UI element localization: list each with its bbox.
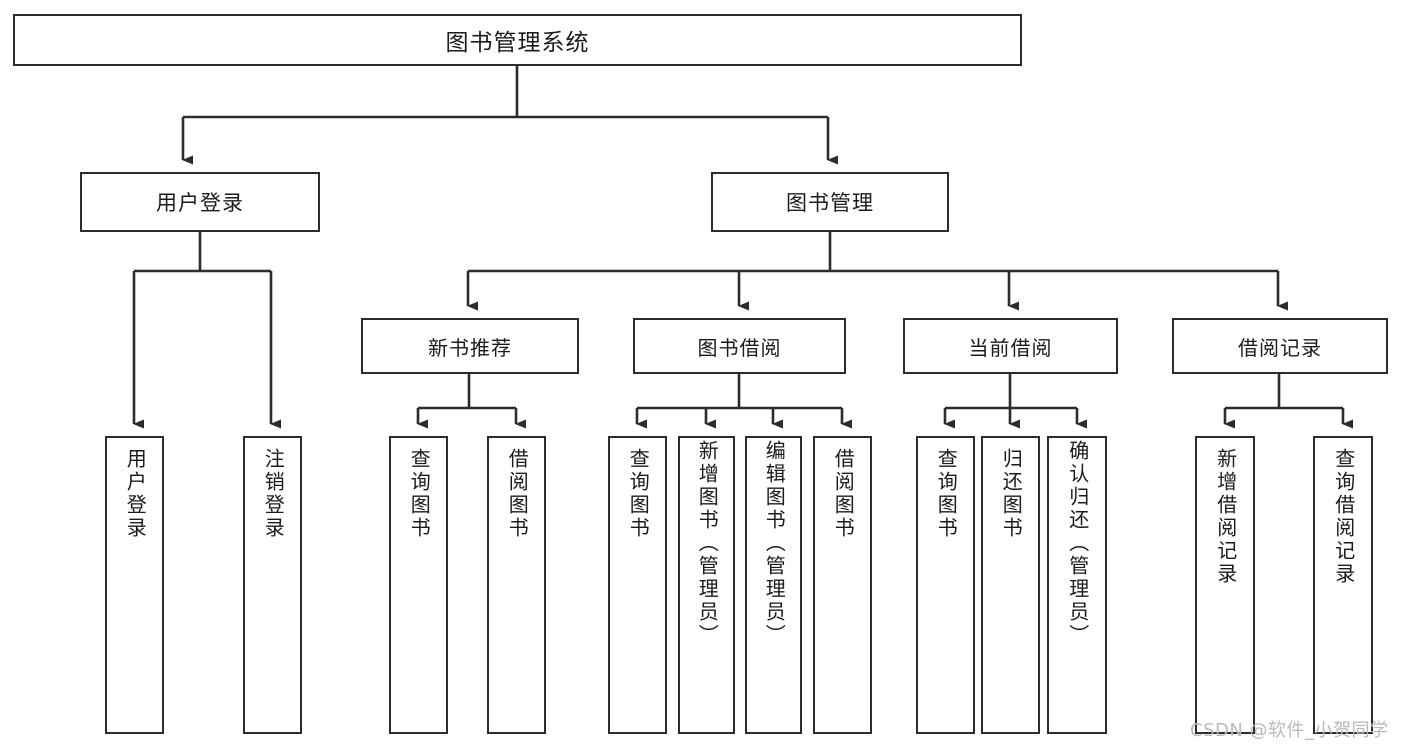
watermark: CSDN @软件_小贺同学 xyxy=(1190,720,1389,741)
node-new-book-recommend[interactable]: 新书推荐 xyxy=(361,318,579,374)
node-user-login-label: 用户登录 xyxy=(156,191,244,215)
node-leaf-user-login-label: 用户登录 xyxy=(123,448,148,540)
node-borrow-record-label: 借阅记录 xyxy=(1238,335,1322,360)
node-current-borrow-label: 当前借阅 xyxy=(968,335,1053,360)
node-leaf-edit-book[interactable]: 编辑图书（管理员） xyxy=(745,436,802,734)
node-book-borrow[interactable]: 图书借阅 xyxy=(633,318,846,374)
node-leaf-borrow-book-recommend-label: 借阅图书 xyxy=(505,448,530,540)
node-leaf-borrow-book[interactable]: 借阅图书 xyxy=(813,436,872,734)
node-leaf-query-book-current-label: 查询图书 xyxy=(934,448,959,540)
node-borrow-record[interactable]: 借阅记录 xyxy=(1172,318,1388,374)
node-user-login[interactable]: 用户登录 xyxy=(80,172,320,232)
node-leaf-logout-label: 注销登录 xyxy=(261,448,286,540)
node-leaf-logout[interactable]: 注销登录 xyxy=(243,436,302,734)
node-leaf-edit-book-label: 编辑图书（管理员） xyxy=(762,440,787,647)
node-leaf-user-login[interactable]: 用户登录 xyxy=(105,436,164,734)
node-leaf-return-book[interactable]: 归还图书 xyxy=(981,436,1040,734)
node-book-management-label: 图书管理 xyxy=(786,191,874,215)
node-leaf-confirm-return-label: 确认归还（管理员） xyxy=(1065,440,1090,647)
node-leaf-query-book-recommend[interactable]: 查询图书 xyxy=(389,436,448,734)
node-leaf-query-borrow-record[interactable]: 查询借阅记录 xyxy=(1313,436,1373,734)
node-leaf-return-book-label: 归还图书 xyxy=(999,448,1024,540)
node-leaf-query-book-borrow[interactable]: 查询图书 xyxy=(608,436,667,734)
node-leaf-confirm-return[interactable]: 确认归还（管理员） xyxy=(1047,436,1107,734)
node-root-label: 图书管理系统 xyxy=(445,30,590,56)
node-leaf-add-book-label: 新增图书（管理员） xyxy=(695,440,720,647)
node-leaf-query-borrow-record-label: 查询借阅记录 xyxy=(1331,448,1356,586)
node-leaf-query-book-current[interactable]: 查询图书 xyxy=(916,436,975,734)
node-book-borrow-label: 图书借阅 xyxy=(697,335,782,360)
node-book-management[interactable]: 图书管理 xyxy=(711,172,949,232)
node-leaf-add-borrow-record-label: 新增借阅记录 xyxy=(1213,448,1238,586)
node-new-book-recommend-label: 新书推荐 xyxy=(428,335,512,360)
node-leaf-add-borrow-record[interactable]: 新增借阅记录 xyxy=(1195,436,1255,734)
node-leaf-query-book-recommend-label: 查询图书 xyxy=(407,448,432,540)
node-leaf-query-book-borrow-label: 查询图书 xyxy=(626,448,651,540)
node-leaf-borrow-book-label: 借阅图书 xyxy=(831,448,856,540)
node-current-borrow[interactable]: 当前借阅 xyxy=(903,318,1118,374)
node-leaf-borrow-book-recommend[interactable]: 借阅图书 xyxy=(487,436,546,734)
node-leaf-add-book[interactable]: 新增图书（管理员） xyxy=(678,436,735,734)
node-root[interactable]: 图书管理系统 xyxy=(13,14,1022,66)
